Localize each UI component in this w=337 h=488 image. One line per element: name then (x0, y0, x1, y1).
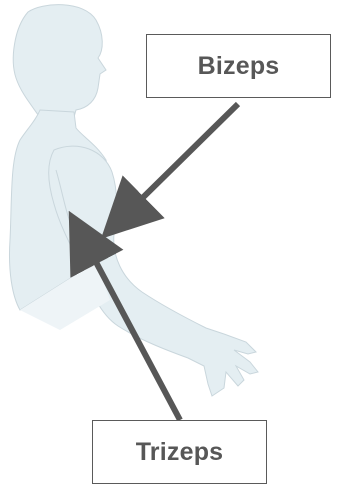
triceps-label-box: Trizeps (92, 420, 267, 484)
head-shape (13, 5, 106, 124)
biceps-label-box: Bizeps (146, 34, 331, 98)
biceps-arrow (118, 104, 238, 222)
biceps-label: Bizeps (198, 52, 280, 81)
triceps-label: Trizeps (136, 438, 224, 467)
